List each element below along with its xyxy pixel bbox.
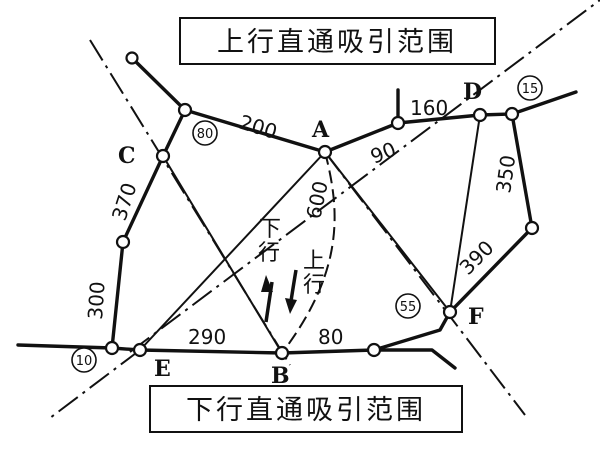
direction-arrows xyxy=(261,269,298,323)
station-labels: A B C D E F xyxy=(118,79,484,389)
distance-a-b: 600 xyxy=(301,179,332,221)
circled-numbers: 80 15 55 10 xyxy=(71,75,543,373)
node-a xyxy=(317,144,333,160)
circled-10-ring xyxy=(71,347,97,373)
route-triangle xyxy=(139,114,481,354)
node-f xyxy=(442,304,458,320)
node-e xyxy=(132,342,148,358)
boundary-line-diagonal xyxy=(129,0,600,353)
label-d: D xyxy=(463,79,482,105)
circled-80-ring xyxy=(192,120,218,146)
distance-a-90: 90 xyxy=(367,137,400,169)
circled-10-text: 10 xyxy=(76,354,93,369)
top-title-box xyxy=(179,17,496,65)
distance-350: 350 xyxy=(491,154,520,195)
node-right-mid xyxy=(524,220,540,236)
stations xyxy=(104,51,540,361)
circled-55-ring xyxy=(395,293,421,319)
label-a: A xyxy=(311,117,330,143)
top-title-text: 上行直通吸引范围 xyxy=(217,27,457,58)
node-b xyxy=(274,345,290,361)
line-a-f xyxy=(324,151,451,313)
node-terminal xyxy=(125,51,139,65)
down-direction-char-2: 行 xyxy=(258,241,280,266)
line-a-d xyxy=(323,90,578,154)
boundary-line-lower-left xyxy=(49,349,141,419)
node-15 xyxy=(504,106,520,122)
circled-55-text: 55 xyxy=(400,300,417,315)
label-f: F xyxy=(468,304,484,330)
node-c xyxy=(155,148,171,164)
line-c-b xyxy=(162,155,283,354)
bottom-title-box xyxy=(149,385,463,433)
down-direction-char-1: 下 xyxy=(259,217,281,242)
node-d xyxy=(472,107,488,123)
circled-15-ring xyxy=(517,75,543,101)
distance-300: 300 xyxy=(83,281,110,321)
dashed-line-a-b xyxy=(281,151,336,354)
up-direction-char-2: 行 xyxy=(303,273,325,298)
top-title: 上行直通吸引范围 xyxy=(179,17,496,65)
line-c-a xyxy=(183,108,327,154)
node-80 xyxy=(177,102,193,118)
distance-a-d: 160 xyxy=(410,96,448,120)
bottom-title-text: 下行直通吸引范围 xyxy=(186,395,426,426)
distance-c-a: 200 xyxy=(237,110,281,144)
label-e: E xyxy=(154,356,171,382)
circled-80-text: 80 xyxy=(197,127,214,142)
down-arrow xyxy=(264,281,274,323)
circled-15-text: 15 xyxy=(522,82,539,97)
up-arrow-head xyxy=(285,298,297,314)
label-c: C xyxy=(118,143,136,169)
label-b: B xyxy=(271,363,290,389)
node-junction-160 xyxy=(390,115,406,131)
line-e-a xyxy=(139,151,326,351)
line-f-d xyxy=(449,114,481,313)
direction-labels: 下 行 上 行 xyxy=(258,217,325,298)
bottom-title: 下行直通吸引范围 xyxy=(149,385,463,433)
up-direction-char-1: 上 xyxy=(303,249,325,274)
node-10 xyxy=(104,340,120,356)
distance-b-80: 80 xyxy=(318,325,343,349)
distance-e-b: 290 xyxy=(188,325,226,349)
node-mid-left xyxy=(115,234,131,250)
node-bottom-right xyxy=(366,342,382,358)
down-arrow-head xyxy=(261,275,273,292)
railway-lines xyxy=(16,56,578,370)
